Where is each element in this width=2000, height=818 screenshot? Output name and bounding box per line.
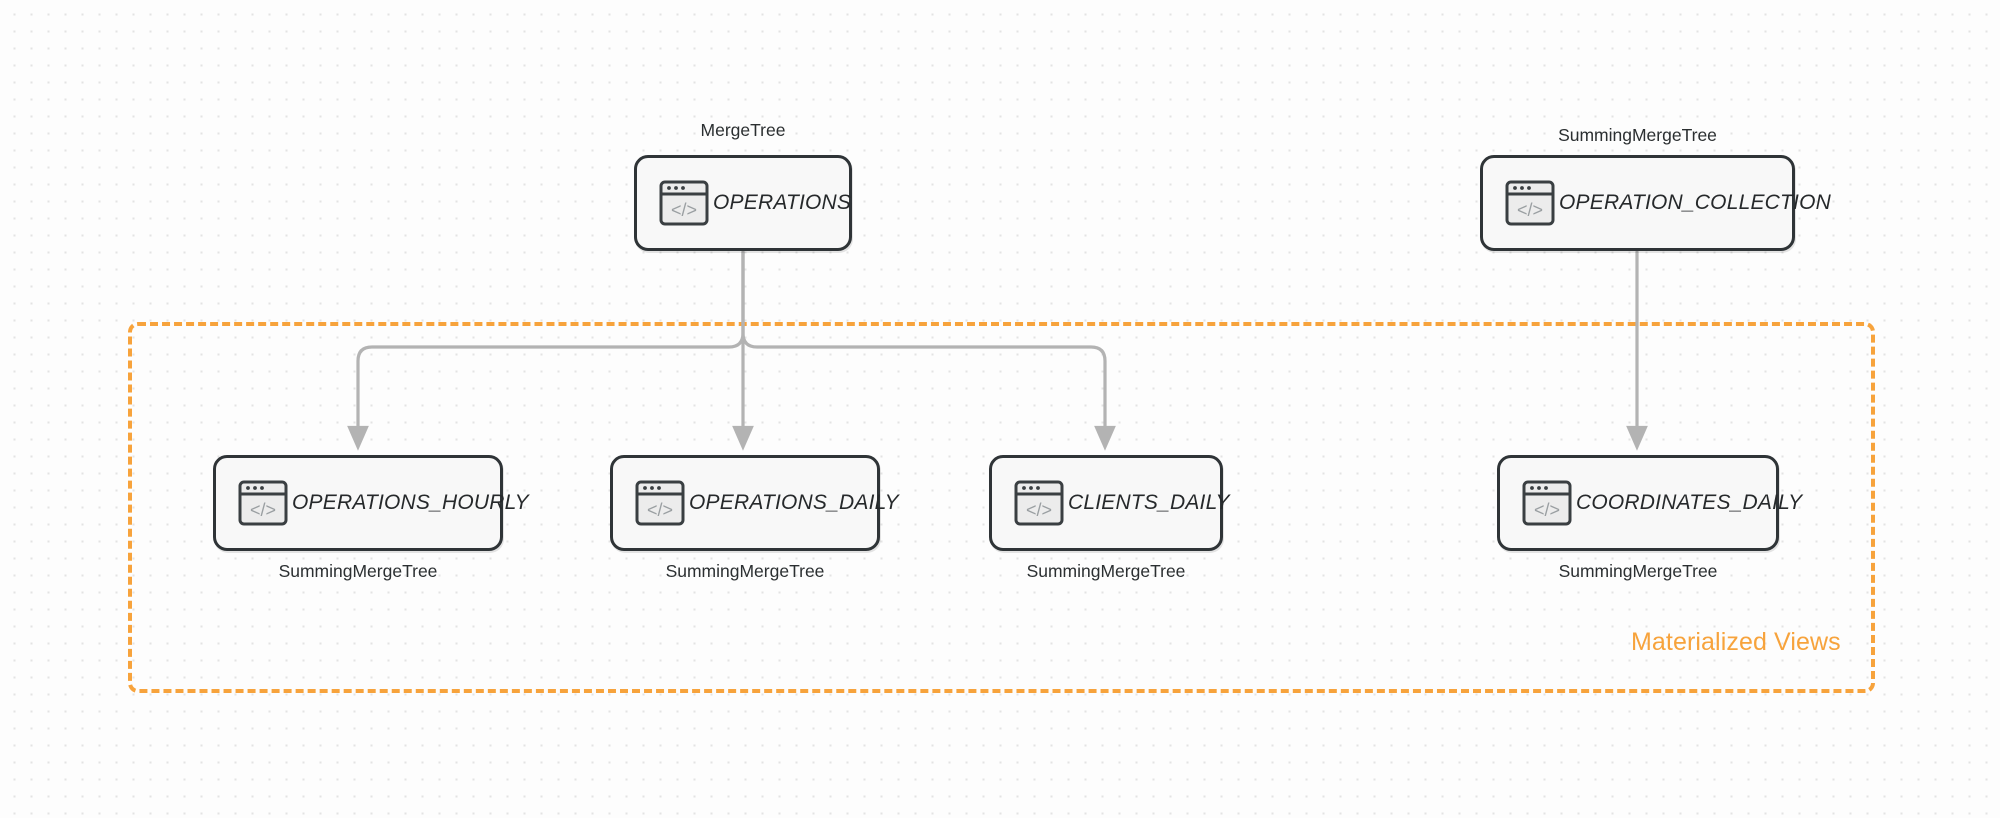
engine-label-clients-daily: SummingMergeTree	[1026, 561, 1186, 581]
code-window-icon: </>	[1505, 179, 1555, 227]
svg-text:</>: </>	[250, 500, 276, 520]
svg-text:</>: </>	[1517, 200, 1543, 220]
svg-text:</>: </>	[647, 500, 673, 520]
node-operations-daily[interactable]: </> OPERATIONS_DAILY	[610, 455, 899, 551]
engine-label-coordinates-daily: SummingMergeTree	[1558, 561, 1718, 581]
node-coordinates-daily[interactable]: </> COORDINATES_DAILY	[1497, 455, 1802, 551]
node-title-operation-collection: OPERATION_COLLECTION	[1559, 191, 1831, 214]
code-window-icon: </>	[1014, 479, 1064, 527]
svg-text:</>: </>	[671, 200, 697, 220]
node-title-operations-hourly: OPERATIONS_HOURLY	[292, 491, 529, 514]
code-window-icon: </>	[659, 179, 709, 227]
node-title-operations-daily: OPERATIONS_DAILY	[689, 491, 899, 514]
engine-label-operations-daily: SummingMergeTree	[665, 561, 825, 581]
svg-text:</>: </>	[1026, 500, 1052, 520]
code-window-icon: </>	[238, 479, 288, 527]
node-operations-hourly[interactable]: </> OPERATIONS_HOURLY	[213, 455, 529, 551]
node-operations[interactable]: </> OPERATIONS	[634, 155, 852, 251]
code-window-icon: </>	[635, 479, 685, 527]
node-title-clients-daily: CLIENTS_DAILY	[1068, 491, 1230, 514]
engine-label-operations-hourly: SummingMergeTree	[278, 561, 438, 581]
code-window-icon: </>	[1522, 479, 1572, 527]
node-clients-daily[interactable]: </> CLIENTS_DAILY	[989, 455, 1230, 551]
node-title-operations: OPERATIONS	[713, 191, 852, 214]
engine-label-operations: MergeTree	[700, 120, 786, 140]
engine-label-operation-collection: SummingMergeTree	[1558, 125, 1717, 145]
svg-text:</>: </>	[1534, 500, 1560, 520]
node-title-coordinates-daily: COORDINATES_DAILY	[1576, 491, 1803, 514]
materialized-views-group-label: Materialized Views	[1631, 628, 1841, 656]
node-operation-collection[interactable]: </> OPERATION_COLLECTION	[1480, 155, 1831, 251]
